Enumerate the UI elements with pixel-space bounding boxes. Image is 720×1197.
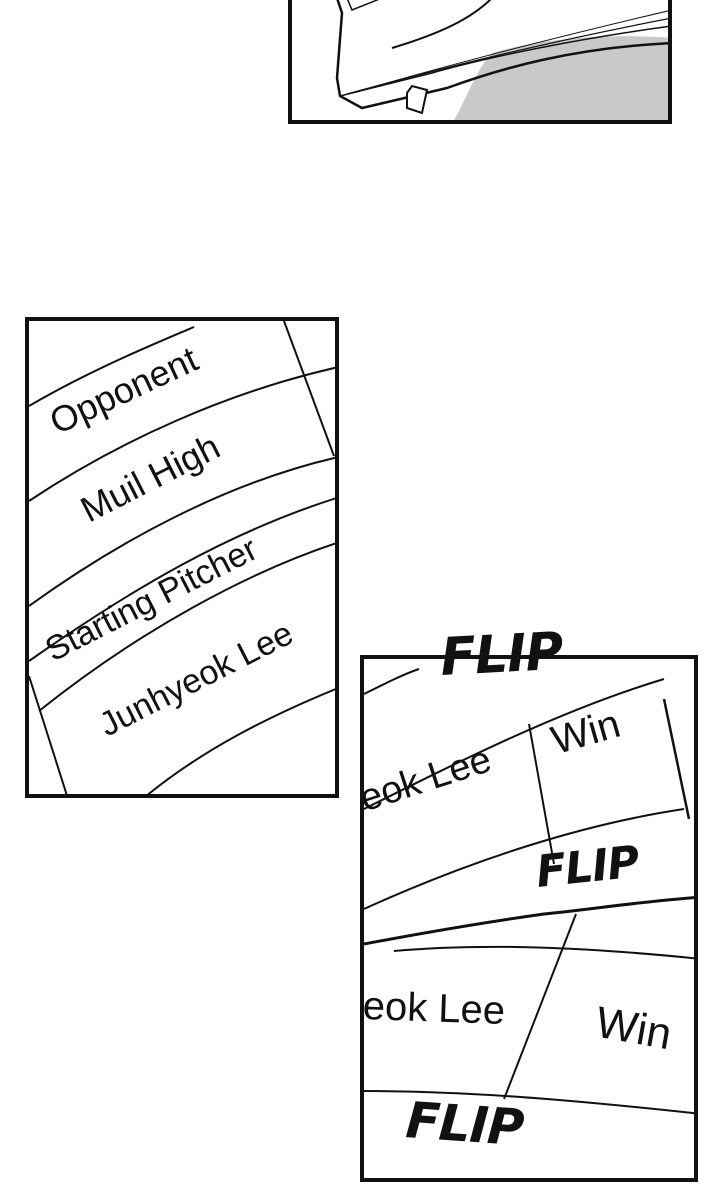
page-line bbox=[351, 10, 668, 94]
flip-panel-lines bbox=[364, 668, 694, 1115]
row-divider bbox=[29, 497, 335, 662]
thumb-icon bbox=[406, 84, 429, 115]
scoreboard-lines bbox=[29, 321, 335, 794]
row-divider bbox=[147, 688, 335, 794]
flip-sfx-2: FLIP bbox=[533, 836, 642, 898]
panel-scoreboard: Opponent Muil High Starting Pitcher Junh… bbox=[25, 317, 339, 798]
row-divider bbox=[29, 456, 335, 607]
panel-book-flip bbox=[288, 0, 672, 124]
row-divider bbox=[38, 542, 335, 712]
row-divider bbox=[364, 678, 665, 810]
flip-sfx-3: FLIP bbox=[404, 1091, 526, 1158]
column-divider bbox=[29, 675, 68, 794]
result-name-2: eok Lee bbox=[362, 984, 506, 1033]
page-line bbox=[339, 25, 668, 97]
gray-tone-area bbox=[454, 36, 668, 120]
column-divider bbox=[528, 723, 555, 865]
row-divider bbox=[364, 1090, 694, 1115]
row-divider bbox=[393, 945, 694, 960]
row-divider bbox=[29, 366, 335, 502]
page-edge-line bbox=[335, 0, 668, 110]
flip-sfx-1: FLIP bbox=[438, 621, 564, 688]
row-divider bbox=[29, 326, 195, 407]
panel-flip-results: yeok Lee Win eok Lee Win FLIP FLIP bbox=[360, 655, 698, 1182]
row-divider bbox=[364, 808, 685, 910]
column-divider bbox=[503, 913, 577, 1100]
page-corner bbox=[347, 0, 380, 11]
row-divider bbox=[364, 896, 694, 946]
column-divider bbox=[283, 321, 335, 457]
page-curve bbox=[391, 0, 492, 49]
book-pages-illustration bbox=[335, 0, 668, 120]
column-divider bbox=[662, 698, 691, 820]
row-divider bbox=[364, 668, 420, 695]
